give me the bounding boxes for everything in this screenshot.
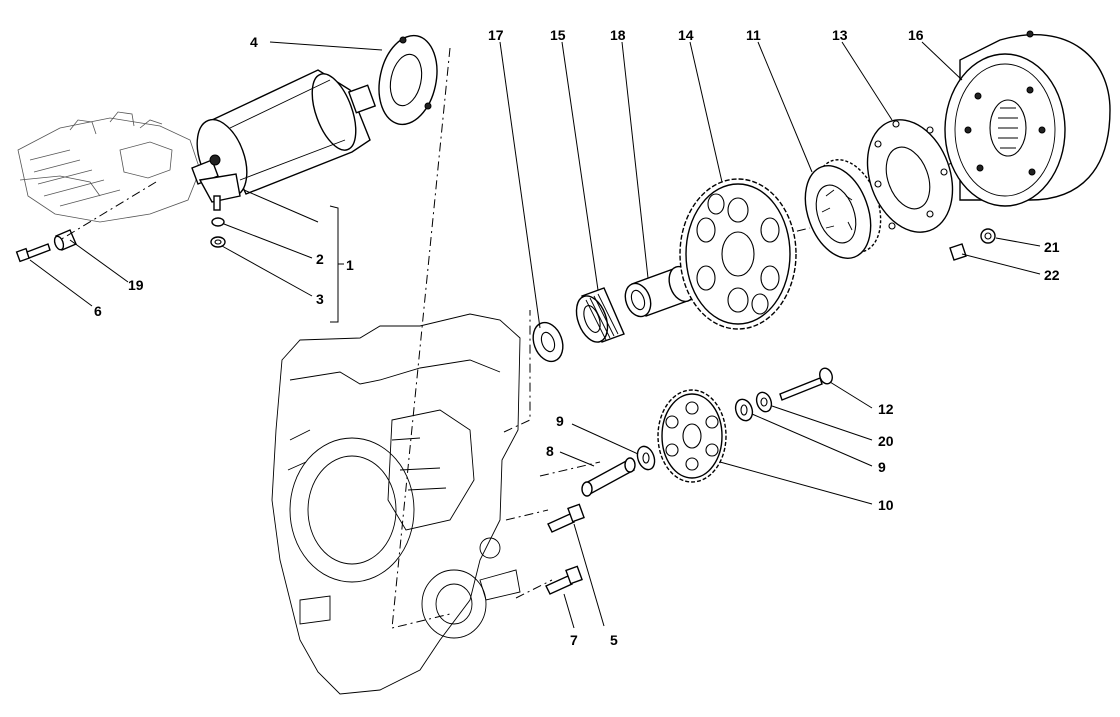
callout-17: 17 (488, 27, 504, 43)
engine-head-sketch (17, 111, 201, 223)
callout-4: 4 (250, 34, 258, 50)
starter-motor-body (191, 69, 377, 211)
screw-part-5 (547, 503, 585, 533)
callout-9-lower: 9 (878, 459, 886, 475)
callout-22: 22 (1044, 267, 1060, 283)
callout-12: 12 (878, 401, 894, 417)
needle-bearing-part-15 (575, 287, 625, 343)
callout-14: 14 (678, 27, 694, 43)
shaft-part-8 (581, 457, 636, 497)
callout-16: 16 (908, 27, 924, 43)
callout-19: 19 (128, 277, 144, 293)
gear-part-10 (657, 389, 727, 483)
washer-part-17 (532, 321, 564, 363)
callout-1: 1 (346, 257, 354, 273)
callout-20: 20 (878, 433, 894, 449)
washer-part-2 (211, 217, 225, 227)
washer-part-9-lower (636, 445, 656, 471)
freewheel-part-11 (804, 159, 882, 259)
flywheel-part-16 (944, 30, 1111, 207)
callout-labels: 4 17 15 18 14 11 13 16 2 1 3 19 6 21 22 … (94, 27, 1060, 648)
callout-21: 21 (1044, 239, 1060, 255)
callout-11: 11 (746, 27, 761, 43)
gear-part-14 (679, 178, 797, 330)
crankcase-outline (271, 313, 521, 695)
callout-10: 10 (878, 497, 894, 513)
screw-part-6 (15, 243, 51, 263)
callout-2: 2 (316, 251, 324, 267)
bushing-part-18 (624, 265, 696, 318)
callout-9-upper: 9 (556, 413, 564, 429)
nut-part-21 (980, 228, 996, 244)
callout-13: 13 (832, 27, 848, 43)
callout-5: 5 (610, 632, 618, 648)
starter-seal-part-4 (378, 34, 438, 126)
bolt-part-12 (779, 367, 833, 401)
screw-part-7 (545, 565, 583, 595)
callout-6: 6 (94, 303, 102, 319)
nut-part-3 (210, 236, 226, 248)
screw-part-22 (949, 243, 967, 261)
spacer-part-19 (53, 229, 77, 251)
callout-18: 18 (610, 27, 626, 43)
callout-7: 7 (570, 632, 578, 648)
callout-8: 8 (546, 443, 554, 459)
washer-part-20 (755, 391, 773, 413)
callout-3: 3 (316, 291, 324, 307)
leader-lines (29, 41, 1041, 629)
flange-plate-part-13 (866, 119, 954, 233)
washer-part-9-upper (734, 398, 754, 422)
callout-15: 15 (550, 27, 566, 43)
